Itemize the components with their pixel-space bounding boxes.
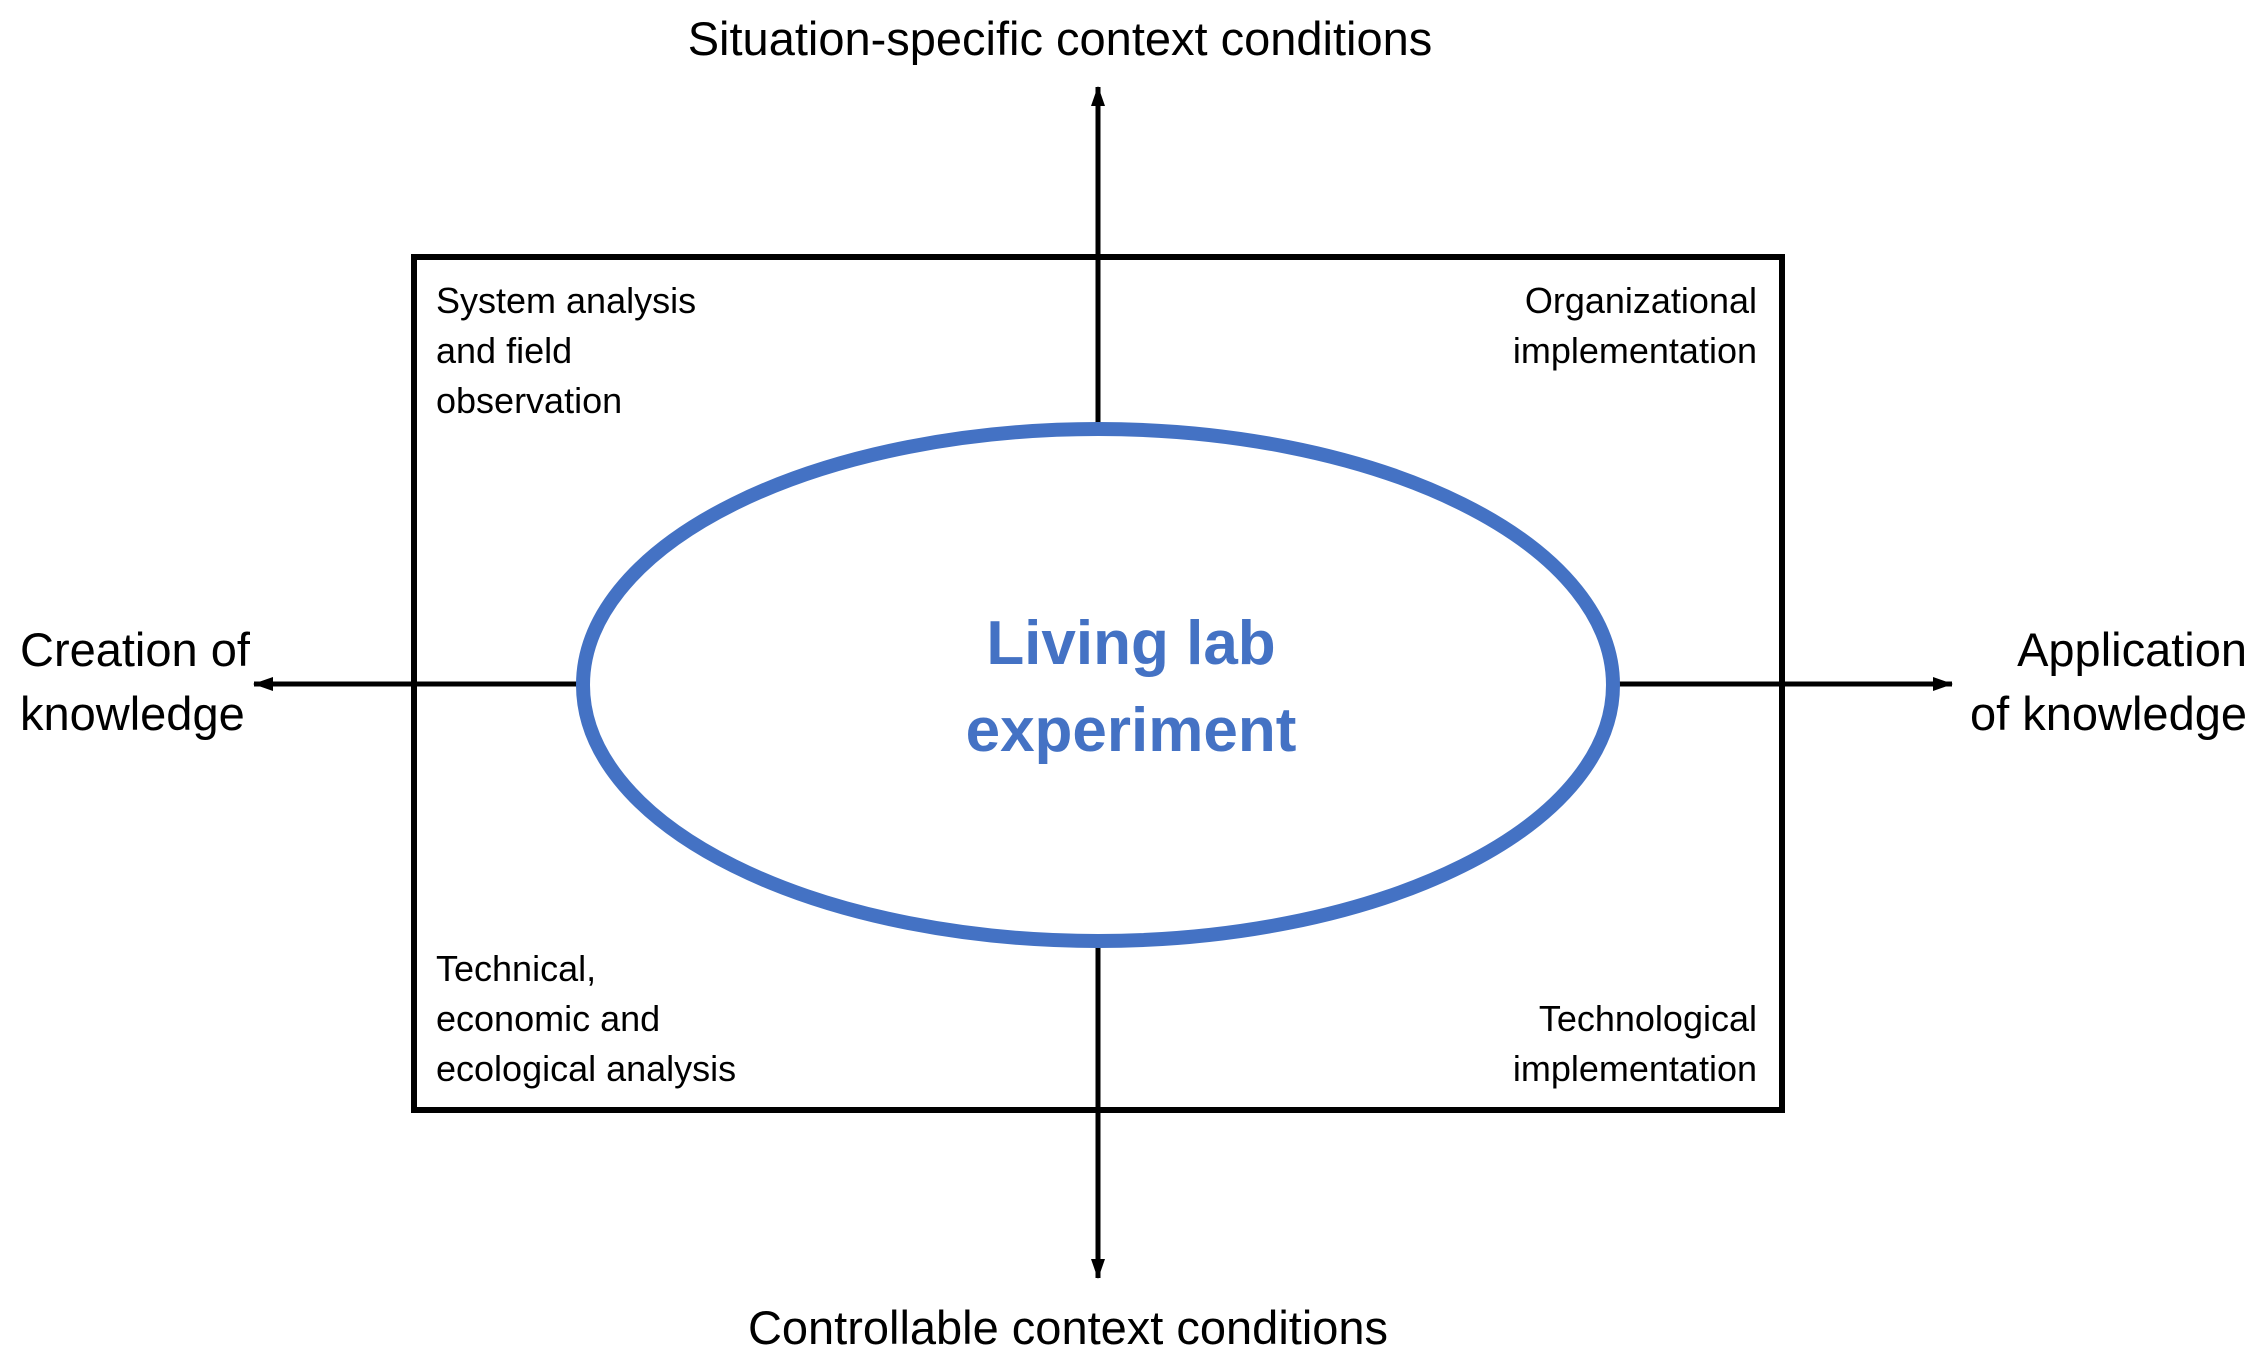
quadrant-label-bottom-right: Technological implementation	[1512, 998, 1757, 1089]
axis-label-left: Creation of knowledge	[20, 623, 250, 740]
center-label: Living lab experiment	[965, 609, 1297, 765]
quadrant-label-top-right: Organizational implementation	[1512, 280, 1757, 371]
axis-label-bottom: Controllable context conditions	[747, 1301, 1389, 1354]
quadrant-label-bottom-left: Technical, economic and ecological analy…	[436, 948, 737, 1089]
axis-label-top: Situation-specific context conditions	[687, 12, 1433, 65]
axis-label-right: Application of knowledge	[1970, 623, 2247, 740]
living-lab-ellipse	[576, 422, 1620, 948]
quadrant-label-top-left: System analysis and field observation	[436, 280, 697, 421]
